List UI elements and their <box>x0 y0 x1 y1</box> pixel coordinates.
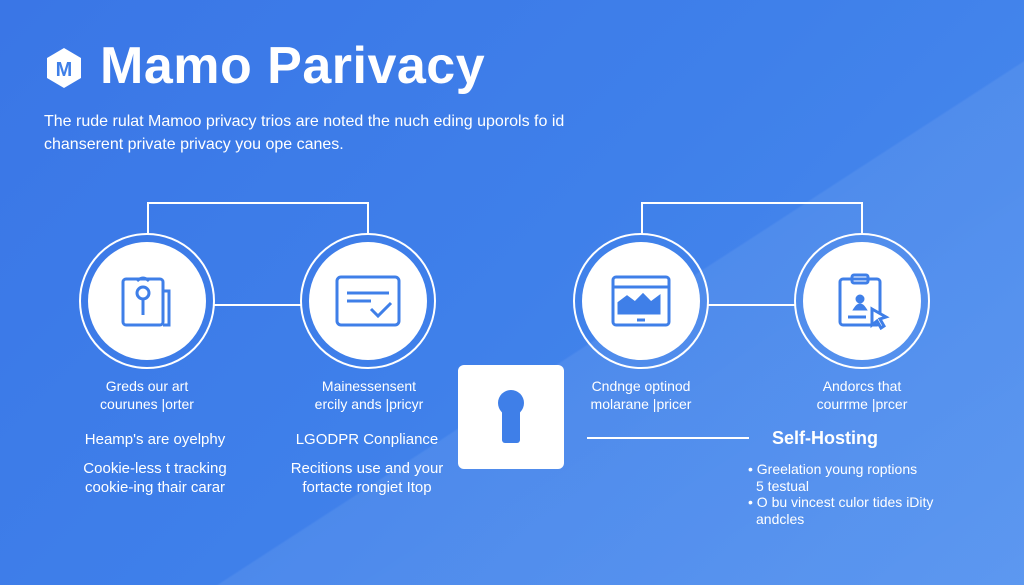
connector-line <box>641 202 643 234</box>
divider-line <box>587 437 749 439</box>
feature-line: Recitions use and your <box>290 460 444 477</box>
logo-hexagon-icon: M <box>47 48 81 88</box>
connector-line <box>214 304 302 306</box>
clipboard-user-cursor-icon <box>838 273 890 331</box>
browser-check-icon <box>335 275 401 327</box>
feature-heading: LGODPR Conpliance <box>295 431 439 448</box>
connector-line <box>147 202 369 204</box>
connector-line <box>708 304 796 306</box>
lock-card <box>458 365 564 469</box>
connector-line <box>641 202 863 204</box>
connector-line <box>861 202 863 234</box>
feature-node <box>794 233 930 369</box>
feature-node <box>300 233 436 369</box>
feature-line: Cookie-less t tracking <box>83 460 227 477</box>
feature-line: fortacte rongiet Itop <box>302 479 432 496</box>
intro-text: The rude rulat Mamoo privacy trios are n… <box>44 110 604 156</box>
feature-heading: Heamp's are oyelphy <box>84 431 226 448</box>
browser-image-icon <box>611 275 671 327</box>
page-title: Mamo Parivacy <box>100 37 486 95</box>
feature-line: cookie-ing thair carar <box>84 479 226 496</box>
intro-line: The rude rulat Mamoo privacy trios are n… <box>44 113 565 130</box>
logo-letter: M <box>56 59 73 81</box>
feature-gdpr: LGODPR Conpliance Recitions use and your… <box>262 430 472 497</box>
document-key-icon <box>121 276 171 327</box>
connector-line <box>367 202 369 234</box>
feature-heamp: Heamp's are oyelphy Cookie-less t tracki… <box>50 430 260 497</box>
feature-node <box>79 233 215 369</box>
intro-line: chanserent private privacy you ope canes… <box>44 136 344 153</box>
connector-line <box>147 202 149 234</box>
self-hosting-heading: Self-Hosting <box>772 428 878 448</box>
feature-node <box>573 233 709 369</box>
keyhole-icon <box>498 390 524 443</box>
